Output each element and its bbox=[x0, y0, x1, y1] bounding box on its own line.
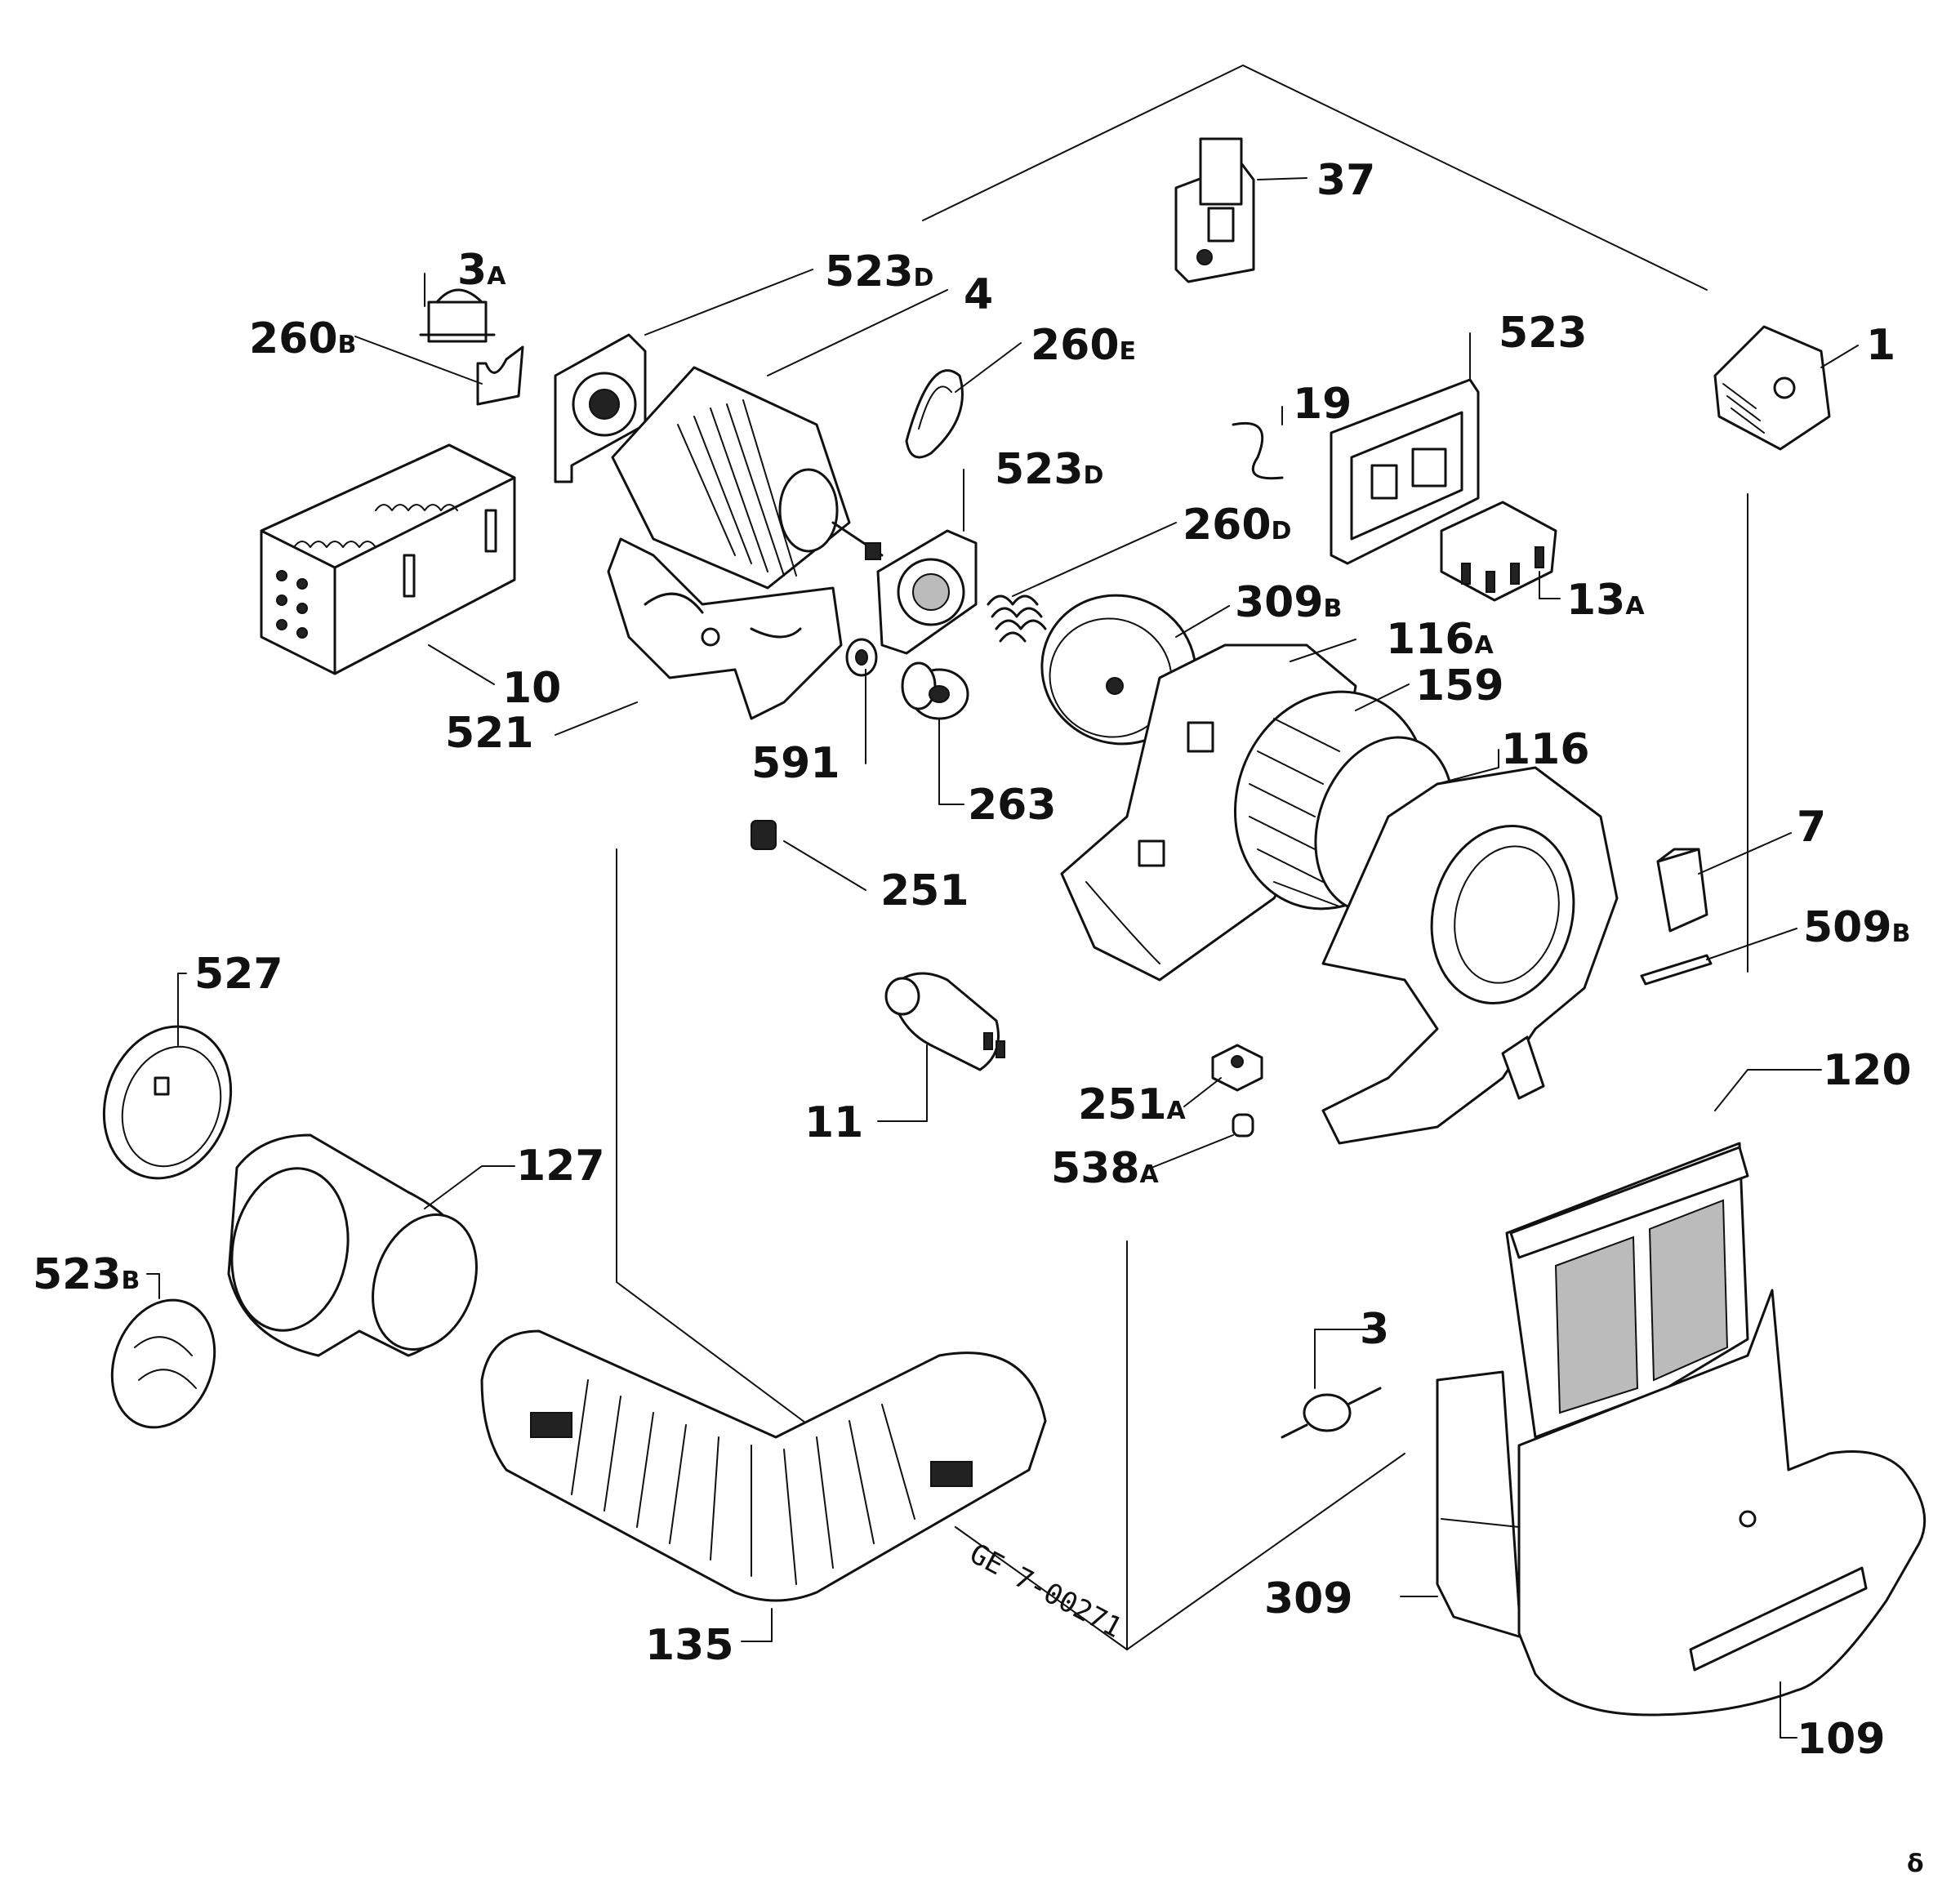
part-591-washer bbox=[845, 638, 878, 677]
callout-251: 251 bbox=[880, 866, 969, 915]
part-3-thermostat bbox=[1281, 1387, 1382, 1439]
part-260b-clip bbox=[476, 345, 524, 406]
part-13a-switch bbox=[1440, 501, 1557, 602]
callout-309b: 309B bbox=[1235, 578, 1342, 627]
callout-523: 521 bbox=[445, 709, 534, 758]
callout-13a: 13A bbox=[1566, 576, 1645, 625]
part-509b-pin bbox=[1640, 954, 1713, 986]
part-4-motor bbox=[611, 366, 884, 590]
part-11-capacitor bbox=[884, 972, 1005, 1071]
callout-7: 7 bbox=[1797, 803, 1826, 852]
part-263-pulley bbox=[901, 661, 969, 720]
part-523d-right-bracket bbox=[876, 529, 978, 655]
callout-10: 10 bbox=[502, 664, 561, 713]
callout-309: 309 bbox=[1264, 1574, 1353, 1623]
callout-135: 135 bbox=[645, 1621, 734, 1670]
part-527-ring bbox=[102, 1025, 233, 1180]
callout-3: 3 bbox=[1360, 1305, 1389, 1354]
callout-538a: 538A bbox=[1051, 1144, 1160, 1193]
part-260d-spring bbox=[987, 594, 1047, 643]
part-127-t-connector bbox=[227, 1133, 478, 1357]
callout-19: 19 bbox=[1293, 380, 1352, 429]
part-523d-left-bracket bbox=[554, 333, 647, 483]
part-251-nut bbox=[751, 820, 777, 850]
callout-591: 591 bbox=[751, 739, 840, 788]
callout-11: 11 bbox=[804, 1098, 863, 1147]
part-3a-relay bbox=[419, 288, 496, 343]
part-260e-belt bbox=[905, 369, 964, 459]
callout-251a: 251A bbox=[1078, 1080, 1187, 1129]
callout-523d-mid: 523D bbox=[995, 445, 1103, 494]
callout-1: 1 bbox=[1866, 321, 1895, 370]
frame-lines bbox=[616, 65, 1748, 1650]
part-7-component bbox=[1656, 848, 1708, 933]
callout-260b: 260B bbox=[249, 314, 356, 363]
corner-mark: δ bbox=[1907, 1850, 1924, 1878]
callout-263: 263 bbox=[968, 781, 1057, 830]
callout-509b: 509B bbox=[1803, 903, 1910, 952]
leader-lines bbox=[146, 177, 1859, 1739]
callout-3a: 3A bbox=[457, 246, 506, 295]
part-10-heater bbox=[260, 443, 516, 675]
part-538a-plug bbox=[1232, 1113, 1254, 1138]
part-116-housing-rear bbox=[1321, 766, 1619, 1145]
callout-260d: 260D bbox=[1183, 501, 1291, 550]
callout-109: 109 bbox=[1797, 1715, 1886, 1764]
callout-120: 120 bbox=[1823, 1046, 1912, 1095]
callout-37: 37 bbox=[1316, 156, 1375, 205]
callouts: 3A 260B 10 521 523D 4 260E 523D 260D 309… bbox=[33, 156, 1912, 1764]
callout-523d-top: 523D bbox=[825, 247, 933, 296]
callout-521: 523B bbox=[33, 1250, 140, 1299]
part-251a-block bbox=[1211, 1044, 1263, 1092]
callout-4: 4 bbox=[964, 270, 993, 319]
part-1-timer bbox=[1713, 325, 1831, 451]
part-135-hose bbox=[480, 1329, 1047, 1602]
part-120-filter bbox=[1505, 1142, 1749, 1439]
part-37-door-switch bbox=[1174, 137, 1255, 283]
callout-260e: 260E bbox=[1031, 321, 1136, 370]
callout-527: 527 bbox=[194, 950, 283, 999]
drawing-reference: GE 7-00271 bbox=[964, 1538, 1128, 1645]
callout-116a: 116A bbox=[1386, 615, 1494, 664]
callout-127: 127 bbox=[516, 1142, 605, 1191]
part-109-housing bbox=[1517, 1289, 1927, 1716]
part-523-cradle bbox=[607, 537, 843, 720]
callout-159: 159 bbox=[1415, 661, 1504, 710]
callout-116: 116 bbox=[1501, 725, 1590, 774]
part-523b-panel bbox=[1330, 378, 1480, 565]
callout-523b: 523 bbox=[1499, 309, 1588, 358]
part-521-cap bbox=[110, 1298, 216, 1429]
part-19-clip bbox=[1232, 421, 1284, 480]
